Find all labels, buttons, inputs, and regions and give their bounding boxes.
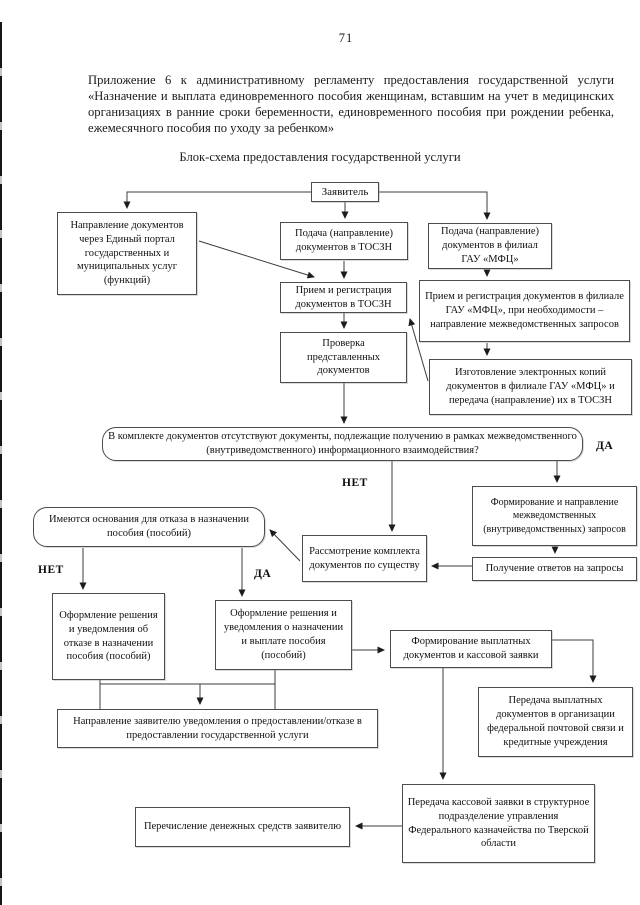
branch-label-da-top: ДА xyxy=(596,440,614,452)
node-rassmotrenie: Рассмотрение комплекта документов по сущ… xyxy=(302,535,427,582)
arrow-zayavitel-to-portal xyxy=(123,191,311,209)
node-osnovaniya: Имеются основания для отказа в назначени… xyxy=(33,507,265,547)
node-peredacha-pochta: Передача выплатных документов в организа… xyxy=(478,687,633,757)
branch-label-net-left: НЕТ xyxy=(38,564,64,576)
scheme-title: Блок-схема предоставления государственно… xyxy=(179,150,461,164)
node-question: В комплекте документов отсутствуют докум… xyxy=(102,427,583,461)
arrow-rassmotrenie-to-osnovaniya xyxy=(269,529,301,562)
node-naznachenie: Оформление решения и уведомления о назна… xyxy=(215,600,352,670)
node-kassovaya: Передача кассовой заявки в структурное п… xyxy=(402,784,595,863)
node-priem-mfc: Прием и регистрация документов в филиале… xyxy=(419,280,630,342)
node-portal: Направление документов через Единый порт… xyxy=(57,212,197,295)
annex-paragraph: Приложение 6 к административному регламе… xyxy=(88,73,614,135)
node-zayavitel: Заявитель xyxy=(311,182,379,202)
node-otkaz: Оформление решения и уведомления об отка… xyxy=(52,593,165,680)
arrow-vyplatnye-to-pochta xyxy=(552,639,597,683)
node-formirovanie-zaprosov: Формирование и направление межведомствен… xyxy=(472,486,637,546)
scan-edge-line xyxy=(0,22,2,905)
node-perechislenie: Перечисление денежных средств заявителю xyxy=(135,807,350,847)
node-uvedomlenie: Направление заявителю уведомления о пред… xyxy=(57,709,378,748)
branch-label-net-top: НЕТ xyxy=(342,477,368,489)
node-poluchenie: Получение ответов на запросы xyxy=(472,557,637,581)
branch-label-da-mid: ДА xyxy=(254,568,272,580)
page-number: 71 xyxy=(338,31,354,45)
node-podacha-toszn: Подача (направление) документов в ТОСЗН xyxy=(280,222,408,260)
arrow-zayavitel-to-podacha-mfc xyxy=(379,191,491,220)
node-proverka: Проверка представленных документов xyxy=(280,332,407,383)
node-podacha-mfc: Подача (направление) документов в филиал… xyxy=(428,223,552,269)
node-vyplatnye: Формирование выплатных документов и касс… xyxy=(390,630,552,668)
node-izgotovlenie: Изготовление электронных копий документо… xyxy=(429,359,632,415)
node-priem-toszn: Прием и регистрация документов в ТОСЗН xyxy=(280,282,407,313)
